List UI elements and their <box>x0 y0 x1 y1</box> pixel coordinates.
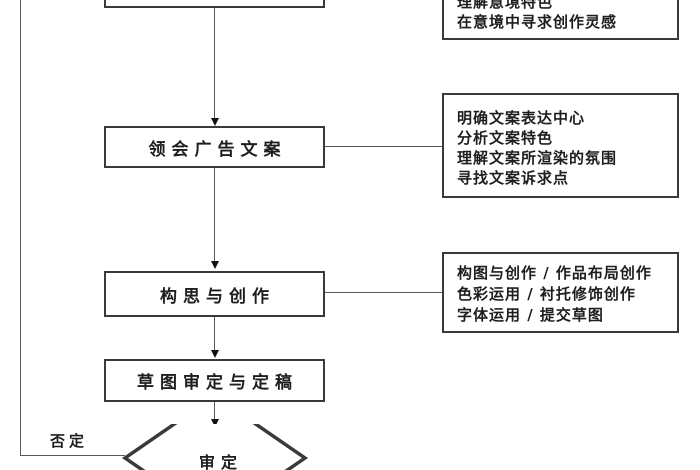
flow-box-draft-approval: 草图审定与定稿 <box>104 359 325 402</box>
flow-box-top-cropped <box>104 0 325 8</box>
note-line: 理解意境特色 <box>457 0 554 11</box>
flow-box-label: 构思与创作 <box>160 286 275 307</box>
connector-top-to-step1 <box>214 8 215 118</box>
note-line: 在意境中寻求创作灵感 <box>457 13 618 31</box>
note-box-copy-analysis: 明确文案表达中心 分析文案特色 理解文案所渲染的氛围 寻找文案诉求点 <box>442 93 679 198</box>
note-box-mood: 理解意境特色 在意境中寻求创作灵感 <box>442 0 679 40</box>
connector-step2-to-note <box>325 292 442 293</box>
arrow-down-icon <box>211 261 219 269</box>
note-box-creation-details: 构图与创作 / 作品布局创作 色彩运用 / 衬托修饰创作 字体运用 / 提交草图 <box>442 252 679 333</box>
note-line: 寻找文案诉求点 <box>457 169 570 187</box>
note-line: 字体运用 / 提交草图 <box>457 306 604 324</box>
arrow-down-icon <box>211 419 219 427</box>
decision-diamond-shape <box>121 424 309 470</box>
note-line: 理解文案所渲染的氛围 <box>457 149 618 167</box>
feedback-line-horizontal <box>20 455 125 456</box>
feedback-line-vertical <box>20 0 21 456</box>
note-line: 分析文案特色 <box>457 129 554 147</box>
decision-label: 审定 <box>198 453 243 470</box>
flow-box-label: 领会广告文案 <box>148 139 287 160</box>
connector-step3-to-decision <box>214 402 215 420</box>
note-line: 色彩运用 / 衬托修饰创作 <box>457 285 636 303</box>
flow-box-understand-copy: 领会广告文案 <box>104 126 325 168</box>
connector-step1-to-note <box>325 146 442 147</box>
flow-box-label: 草图审定与定稿 <box>137 373 298 393</box>
connector-step1-to-step2 <box>214 168 215 262</box>
arrow-down-icon <box>211 118 219 126</box>
arrow-down-icon <box>211 350 219 358</box>
note-line: 构图与创作 / 作品布局创作 <box>457 264 652 282</box>
flow-box-concept-creation: 构思与创作 <box>104 271 325 317</box>
connector-step2-to-step3 <box>214 317 215 350</box>
feedback-no-label: 否定 <box>50 432 89 450</box>
note-line: 明确文案表达中心 <box>457 109 586 127</box>
